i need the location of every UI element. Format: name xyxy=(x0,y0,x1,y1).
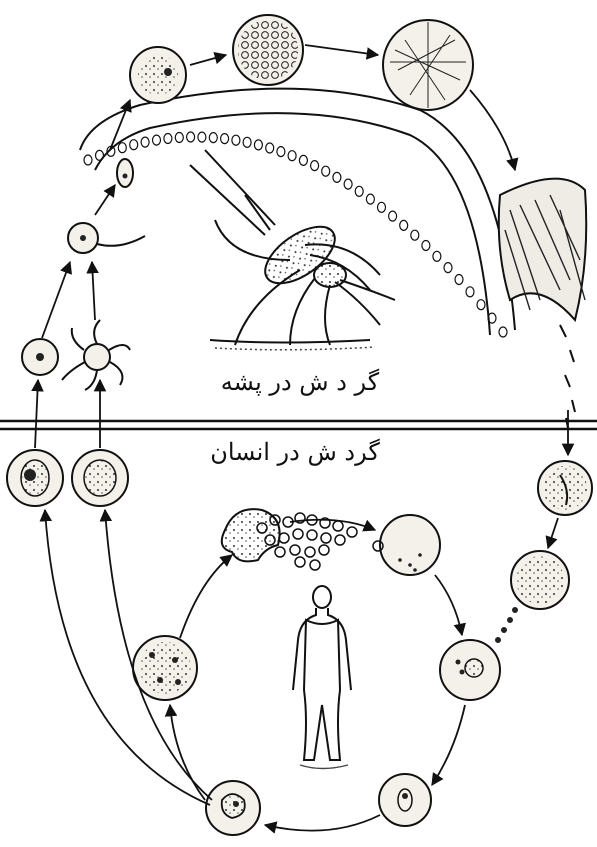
mosquito-cycle-label: گر د ش در پشه xyxy=(221,368,380,396)
oocyst-early xyxy=(130,47,186,103)
merozoite xyxy=(321,533,331,543)
wall-cell xyxy=(422,241,430,251)
wall-cell xyxy=(96,150,104,160)
gut-wall xyxy=(80,89,515,337)
ring-stage xyxy=(379,774,431,826)
wall-cell xyxy=(118,143,126,153)
wall-cell xyxy=(175,133,183,143)
wall-cell xyxy=(311,161,319,171)
wall-cell xyxy=(344,179,352,189)
zygote-in-wall xyxy=(117,159,133,187)
merozoite xyxy=(347,527,357,537)
wall-cell xyxy=(355,186,363,196)
merozoite xyxy=(293,529,303,539)
gametocyte-male xyxy=(72,450,128,506)
wall-cell xyxy=(141,137,149,147)
merozoite xyxy=(310,560,320,570)
wall-cell xyxy=(130,140,138,150)
merozoite xyxy=(333,521,343,531)
human-figure xyxy=(293,586,351,769)
wall-cell xyxy=(232,135,240,145)
wall-cell xyxy=(164,134,172,144)
merozoite-entering-rbc xyxy=(373,515,440,575)
wall-cell xyxy=(477,300,485,310)
wall-cell xyxy=(411,230,419,240)
sporozoite-liver-cell xyxy=(538,461,592,515)
wall-cell xyxy=(499,327,507,337)
wall-cell xyxy=(153,135,161,145)
merozoite xyxy=(290,545,300,555)
ruptured-schizont-merozoites xyxy=(222,509,357,570)
wall-cell xyxy=(333,172,341,182)
wall-cell xyxy=(187,132,195,142)
wall-cell xyxy=(433,251,441,261)
mosquito xyxy=(190,150,395,350)
ookinete xyxy=(68,223,145,253)
wall-cell xyxy=(288,151,296,161)
wall-cell xyxy=(209,133,217,143)
gametocyte-female xyxy=(7,450,63,506)
macrogamete xyxy=(22,339,58,375)
trophozoite xyxy=(206,781,260,835)
merozoite xyxy=(307,530,317,540)
wall-cell xyxy=(266,143,274,153)
wall-cell xyxy=(466,287,474,297)
oocyst-mature xyxy=(233,15,303,85)
wall-cell xyxy=(84,155,92,165)
liver-schizont xyxy=(495,551,569,643)
wall-cell xyxy=(444,263,452,273)
merozoite xyxy=(319,545,329,555)
merozoite xyxy=(305,547,315,557)
wall-cell xyxy=(389,211,397,221)
merozoite xyxy=(295,557,305,567)
wall-cell xyxy=(254,140,262,150)
wall-cell xyxy=(198,132,206,142)
cycle-divider xyxy=(0,421,597,429)
erythrocytic-schizont xyxy=(133,636,197,700)
wall-cell xyxy=(455,275,463,285)
wall-cell xyxy=(378,202,386,212)
wall-cell xyxy=(366,194,374,204)
merozoite xyxy=(275,547,285,557)
wall-cell xyxy=(221,134,229,144)
microgametocyte-exflagellating xyxy=(62,320,130,390)
merozoite xyxy=(279,533,289,543)
wall-cell xyxy=(400,220,408,230)
human-cycle-label: گرد ش در انسان xyxy=(210,438,380,466)
merozoite-invading xyxy=(440,640,500,700)
merozoite xyxy=(335,535,345,545)
wall-cell xyxy=(299,155,307,165)
wall-cell xyxy=(322,166,330,176)
wall-cell xyxy=(243,137,251,147)
wall-cell xyxy=(277,147,285,157)
oocyst-sporozoites xyxy=(383,20,473,110)
